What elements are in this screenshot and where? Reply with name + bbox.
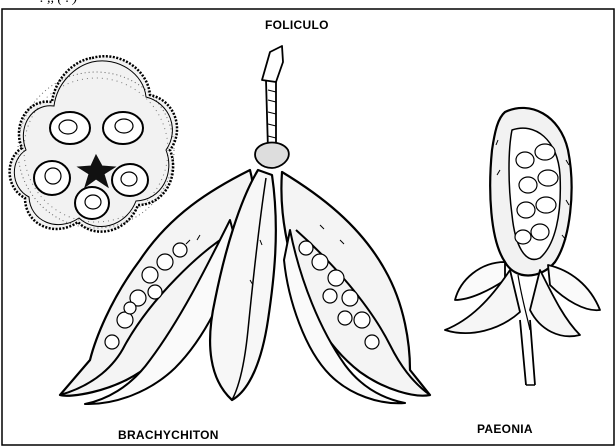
lobe-5 <box>75 187 109 219</box>
paeonia-label: PAEONIA <box>477 422 533 436</box>
lobe-2 <box>103 112 143 144</box>
lobe-3 <box>34 161 70 195</box>
brachychiton-cross-section <box>10 56 177 231</box>
paeonia-follicle <box>445 108 600 385</box>
brachychiton-label: BRACHYCHITON <box>118 428 219 442</box>
lobe-1 <box>50 112 90 144</box>
lobe-4 <box>112 164 148 196</box>
title-label: FOLICULO <box>265 18 329 32</box>
